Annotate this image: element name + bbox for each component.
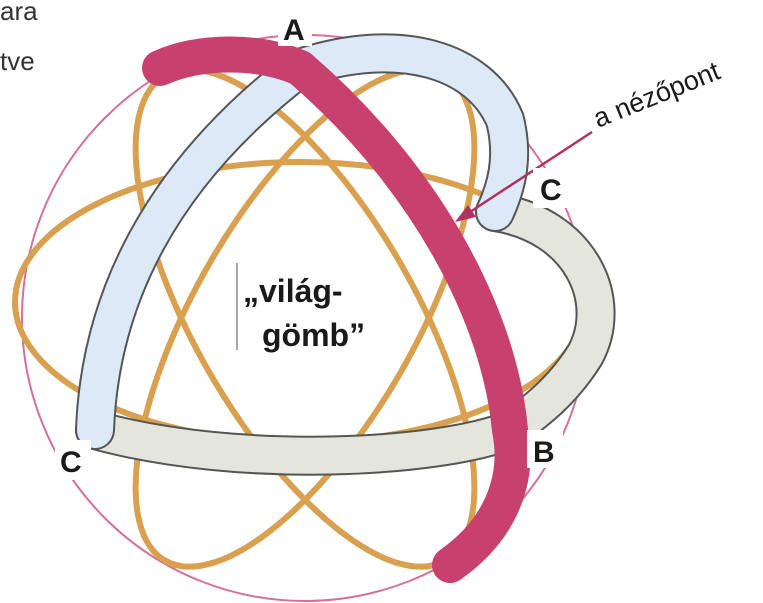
- viewpoint-label: a nézőpont: [589, 56, 725, 134]
- red-band: [142, 36, 531, 583]
- center-label-line-1: „világ-: [243, 273, 343, 309]
- blue-band: [75, 33, 530, 450]
- cut-off-text-1: ara: [0, 0, 38, 26]
- point-label-c-left: C: [60, 446, 82, 479]
- point-label-c-right: C: [540, 174, 562, 207]
- center-label-line-2: gömb”: [262, 317, 365, 353]
- cut-off-text-2: tve: [0, 46, 35, 76]
- point-label-b: B: [533, 436, 555, 469]
- point-label-a: A: [283, 14, 305, 47]
- grey-band: [75, 192, 616, 476]
- viewpoint-arrow: [455, 130, 593, 222]
